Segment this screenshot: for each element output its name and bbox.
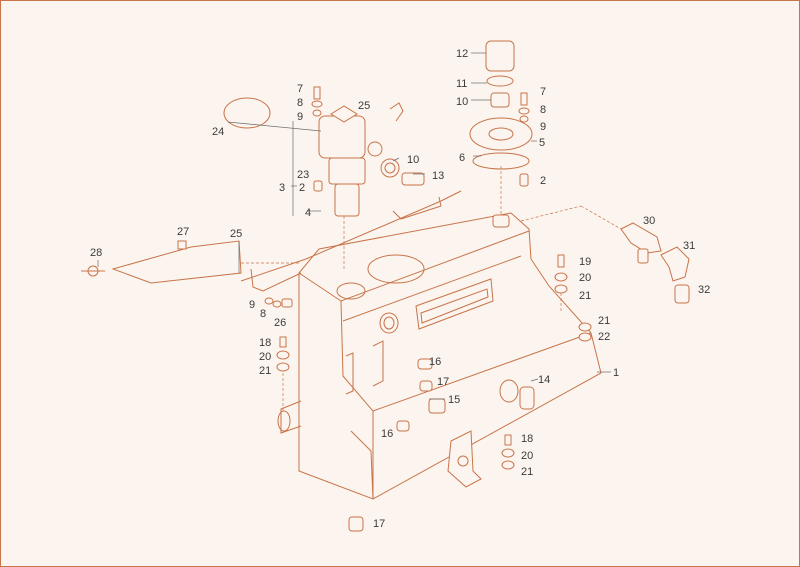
callout-3: 3 bbox=[279, 182, 285, 194]
filler-cap-12 bbox=[485, 40, 515, 72]
callout-10: 10 bbox=[407, 154, 419, 166]
leader-lines bbox=[97, 52, 611, 400]
part-callouts: 1 2 2 3 4 5 6 7 7 8 8 8 9 9 9 10 10 11 1… bbox=[90, 48, 710, 530]
callout-26: 26 bbox=[274, 317, 286, 329]
mounting-foot bbox=[447, 430, 482, 488]
callout-31: 31 bbox=[683, 240, 695, 252]
tank-lid-assembly bbox=[469, 40, 533, 187]
callout-9: 9 bbox=[249, 299, 255, 311]
callout-5: 5 bbox=[539, 137, 545, 149]
callout-30: 30 bbox=[643, 215, 655, 227]
callout-21: 21 bbox=[521, 466, 533, 478]
callout-21: 21 bbox=[579, 290, 591, 302]
callout-32: 32 bbox=[698, 284, 710, 296]
o-ring-24 bbox=[223, 97, 271, 129]
callout-24: 24 bbox=[212, 126, 224, 138]
callout-7: 7 bbox=[297, 83, 303, 95]
callout-28: 28 bbox=[90, 247, 102, 259]
callout-16: 16 bbox=[381, 428, 393, 440]
hardware-fasteners bbox=[276, 254, 592, 532]
assembly-lines bbox=[241, 166, 622, 411]
callout-1: 1 bbox=[613, 367, 619, 379]
tank-body bbox=[240, 190, 602, 500]
mounting-bracket bbox=[81, 240, 293, 308]
callout-20: 20 bbox=[259, 351, 271, 363]
callout-9: 9 bbox=[540, 121, 546, 133]
tank-vent-plug bbox=[492, 214, 510, 228]
callout-21: 21 bbox=[259, 365, 271, 377]
callout-22: 22 bbox=[598, 331, 610, 343]
callout-21: 21 bbox=[598, 315, 610, 327]
callout-10: 10 bbox=[456, 96, 468, 108]
callout-23: 23 bbox=[297, 169, 309, 181]
callout-14: 14 bbox=[538, 374, 550, 386]
callout-8: 8 bbox=[297, 97, 303, 109]
callout-8: 8 bbox=[540, 104, 546, 116]
callout-2: 2 bbox=[299, 182, 305, 194]
callout-15: 15 bbox=[448, 394, 460, 406]
callout-7: 7 bbox=[540, 86, 546, 98]
callout-6: 6 bbox=[459, 152, 465, 164]
callout-18: 18 bbox=[521, 433, 533, 445]
callout-9: 9 bbox=[297, 111, 303, 123]
callout-2: 2 bbox=[540, 175, 546, 187]
callout-13: 13 bbox=[432, 170, 444, 182]
callout-20: 20 bbox=[521, 450, 533, 462]
callout-16: 16 bbox=[429, 356, 441, 368]
pipe-fittings bbox=[620, 222, 690, 304]
callout-20: 20 bbox=[579, 272, 591, 284]
callout-27: 27 bbox=[177, 226, 189, 238]
callout-4: 4 bbox=[305, 207, 311, 219]
callout-17: 17 bbox=[373, 518, 385, 530]
callout-25: 25 bbox=[230, 228, 242, 240]
filter-head-assembly bbox=[223, 86, 425, 217]
callout-8: 8 bbox=[260, 308, 266, 320]
callout-12: 12 bbox=[456, 48, 468, 60]
callout-17: 17 bbox=[437, 376, 449, 388]
callout-11: 11 bbox=[456, 78, 467, 90]
callout-18: 18 bbox=[259, 337, 271, 349]
callout-25: 25 bbox=[358, 100, 370, 112]
callout-19: 19 bbox=[579, 256, 591, 268]
